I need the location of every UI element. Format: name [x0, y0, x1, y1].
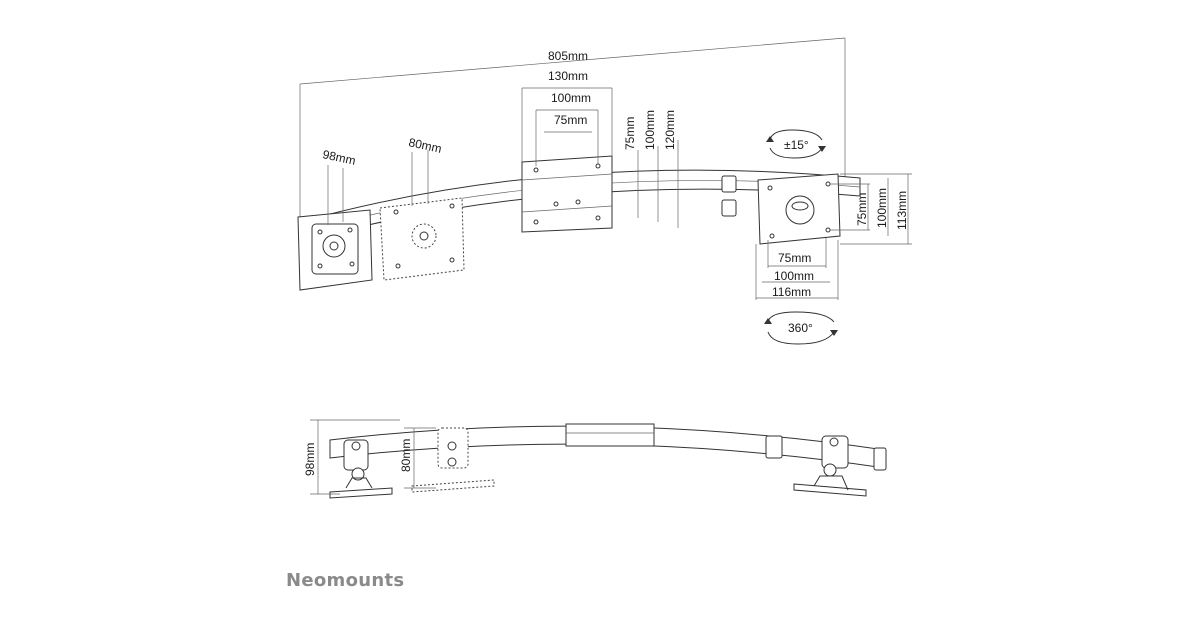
brand-logo: Neomounts: [286, 570, 405, 591]
right-v113-label: 113mm: [895, 191, 909, 230]
center-v120-label: 120mm: [663, 110, 677, 150]
vesa-plate-left: [297, 165, 373, 291]
side-mount-left: [329, 439, 393, 499]
left-80-label: 80mm: [407, 135, 443, 156]
tilt-label: ±15°: [784, 138, 809, 152]
overall-width-label: 805mm: [548, 49, 588, 63]
tilt-indicator: ±15°: [766, 129, 826, 159]
rotation-indicator: 360°: [764, 311, 838, 345]
left-98-label: 98mm: [321, 147, 357, 168]
right-v100-label: 100mm: [875, 188, 889, 228]
center-v75-label: 75mm: [623, 117, 637, 150]
right-h75-label: 75mm: [778, 251, 811, 265]
center-100-label: 100mm: [551, 91, 591, 105]
center-clamp-plate: [521, 155, 613, 233]
rotation-label: 360°: [788, 321, 813, 335]
top-view: 805mm 98mm: [297, 37, 912, 345]
vesa-plate-left-alt: [379, 150, 465, 281]
right-h116-label: 116mm: [772, 285, 811, 299]
side-mount-left-alt: [411, 427, 495, 493]
side-center-clamp: [565, 423, 655, 447]
side-view: 98mm 80mm: [303, 419, 887, 499]
center-75-label: 75mm: [554, 113, 587, 127]
bar-collar: [721, 175, 737, 193]
center-v100-label: 100mm: [643, 110, 657, 150]
side-collar: [765, 435, 783, 459]
side-mount-right: [793, 435, 887, 497]
vesa-plate-right: [757, 173, 841, 245]
side-80-label: 80mm: [399, 439, 413, 472]
right-h100-label: 100mm: [774, 269, 814, 283]
center-130-label: 130mm: [548, 69, 588, 83]
side-98-label: 98mm: [303, 443, 317, 476]
right-v75-label: 75mm: [855, 193, 869, 226]
